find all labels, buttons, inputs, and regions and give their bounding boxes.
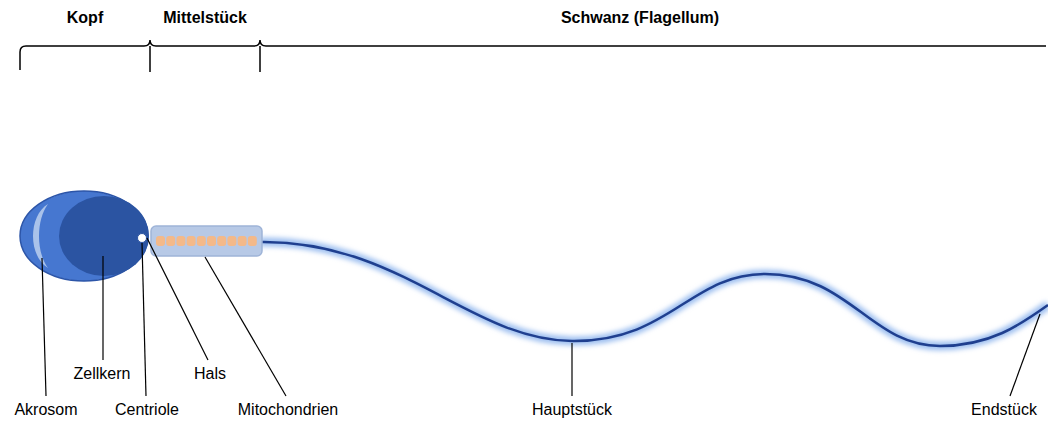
mitochondrion <box>166 236 175 246</box>
mitochondrion <box>197 236 206 246</box>
part-label: Centriole <box>115 401 179 419</box>
mitochondrion <box>248 236 257 246</box>
part-label: Mitochondrien <box>238 401 339 419</box>
nucleus <box>59 196 149 276</box>
mitochondrion <box>227 236 236 246</box>
leader-lines <box>42 238 1040 396</box>
mitochondrion <box>217 236 226 246</box>
part-label: Endstück <box>971 401 1037 419</box>
centriole <box>138 234 147 243</box>
section-label: Mittelstück <box>163 9 247 27</box>
midpiece <box>151 226 262 256</box>
part-label: Zellkern <box>74 365 131 383</box>
acrosome <box>33 204 48 268</box>
section-label: Schwanz (Flagellum) <box>561 9 719 27</box>
sperm-head <box>20 191 148 281</box>
part-label: Hauptstück <box>532 401 612 419</box>
mitochondrion <box>176 236 185 246</box>
tail-glow <box>260 242 1048 346</box>
part-label: Hals <box>194 365 226 383</box>
mitochondria <box>156 236 257 246</box>
section-label: Kopf <box>67 9 103 27</box>
mitochondrion <box>207 236 216 246</box>
mitochondrion <box>156 236 165 246</box>
flagellum <box>260 242 1048 346</box>
mitochondrion <box>238 236 247 246</box>
mitochondrion <box>187 236 196 246</box>
section-brackets <box>20 40 1046 72</box>
part-label: Akrosom <box>14 401 77 419</box>
